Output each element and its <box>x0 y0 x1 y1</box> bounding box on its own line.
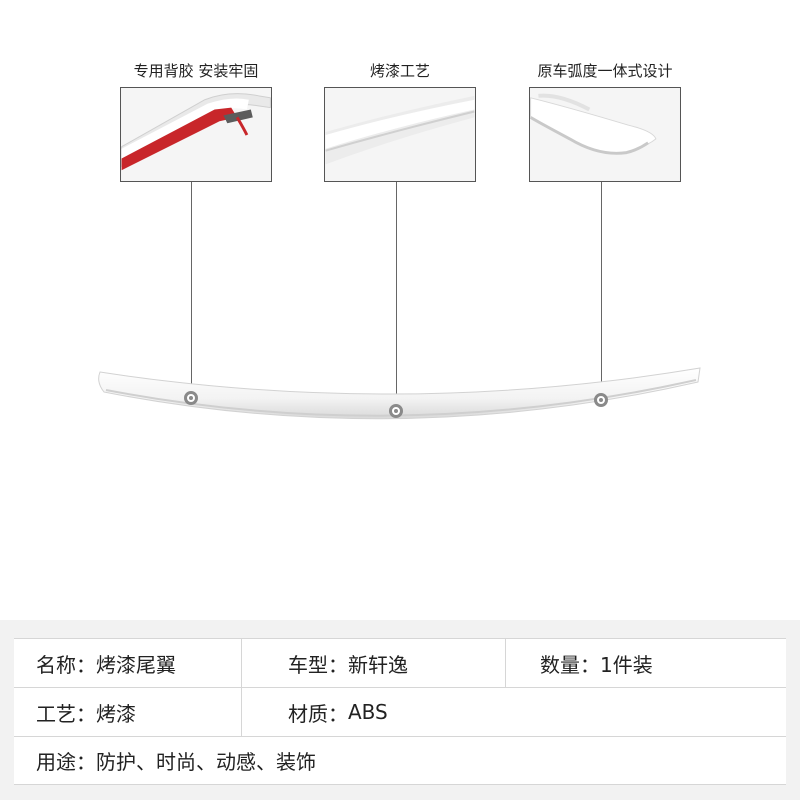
adhesive-closeup-image <box>120 87 272 182</box>
paint-closeup-image <box>324 87 476 182</box>
spec-cell-usage: 用途：防护、时尚、动感、装饰 <box>14 737 786 784</box>
spec-value: 烤漆 <box>96 701 136 726</box>
marker-dot-3 <box>594 393 608 407</box>
spec-cell-quantity: 数量：1件装 <box>506 639 786 687</box>
spec-label: 工艺： <box>36 701 96 726</box>
spec-cell-model: 车型：新轩逸 <box>242 639 506 687</box>
spec-row: 名称：烤漆尾翼 车型：新轩逸 数量：1件装 <box>14 638 786 687</box>
spec-row: 工艺：烤漆 材质：ABS <box>14 687 786 736</box>
spec-label: 用途： <box>36 750 96 774</box>
spec-cell-material: 材质：ABS <box>242 688 786 736</box>
spec-cell-name: 名称：烤漆尾翼 <box>14 639 242 687</box>
curve-closeup-image <box>529 87 681 182</box>
spec-value: 烤漆尾翼 <box>96 652 176 677</box>
spec-label: 材质： <box>288 701 348 726</box>
paint-finish-icon <box>325 88 475 181</box>
spec-value: 防护、时尚、动感、装饰 <box>96 750 316 774</box>
spec-cell-process: 工艺：烤漆 <box>14 688 242 736</box>
leader-line-1 <box>191 182 192 392</box>
spec-label: 数量： <box>540 652 600 677</box>
spec-value: 1件装 <box>600 652 653 677</box>
feature-label-adhesive: 专用背胶 安装牢固 <box>133 62 259 80</box>
marker-dot-2 <box>389 404 403 418</box>
spec-value: ABS <box>348 700 388 724</box>
spec-label: 名称： <box>36 652 96 677</box>
leader-line-3 <box>601 182 602 392</box>
spec-table: 名称：烤漆尾翼 车型：新轩逸 数量：1件装 工艺：烤漆 材质：ABS 用途：防护… <box>14 638 786 785</box>
spec-row: 用途：防护、时尚、动感、装饰 <box>14 736 786 785</box>
curved-end-icon <box>530 88 680 181</box>
leader-line-2 <box>396 182 397 404</box>
feature-label-curve: 原车弧度一体式设计 <box>537 62 673 80</box>
feature-label-paint: 烤漆工艺 <box>369 62 430 80</box>
marker-dot-1 <box>184 391 198 405</box>
spec-label: 车型： <box>288 652 348 677</box>
spec-value: 新轩逸 <box>348 652 408 677</box>
adhesive-tape-icon <box>121 88 271 181</box>
